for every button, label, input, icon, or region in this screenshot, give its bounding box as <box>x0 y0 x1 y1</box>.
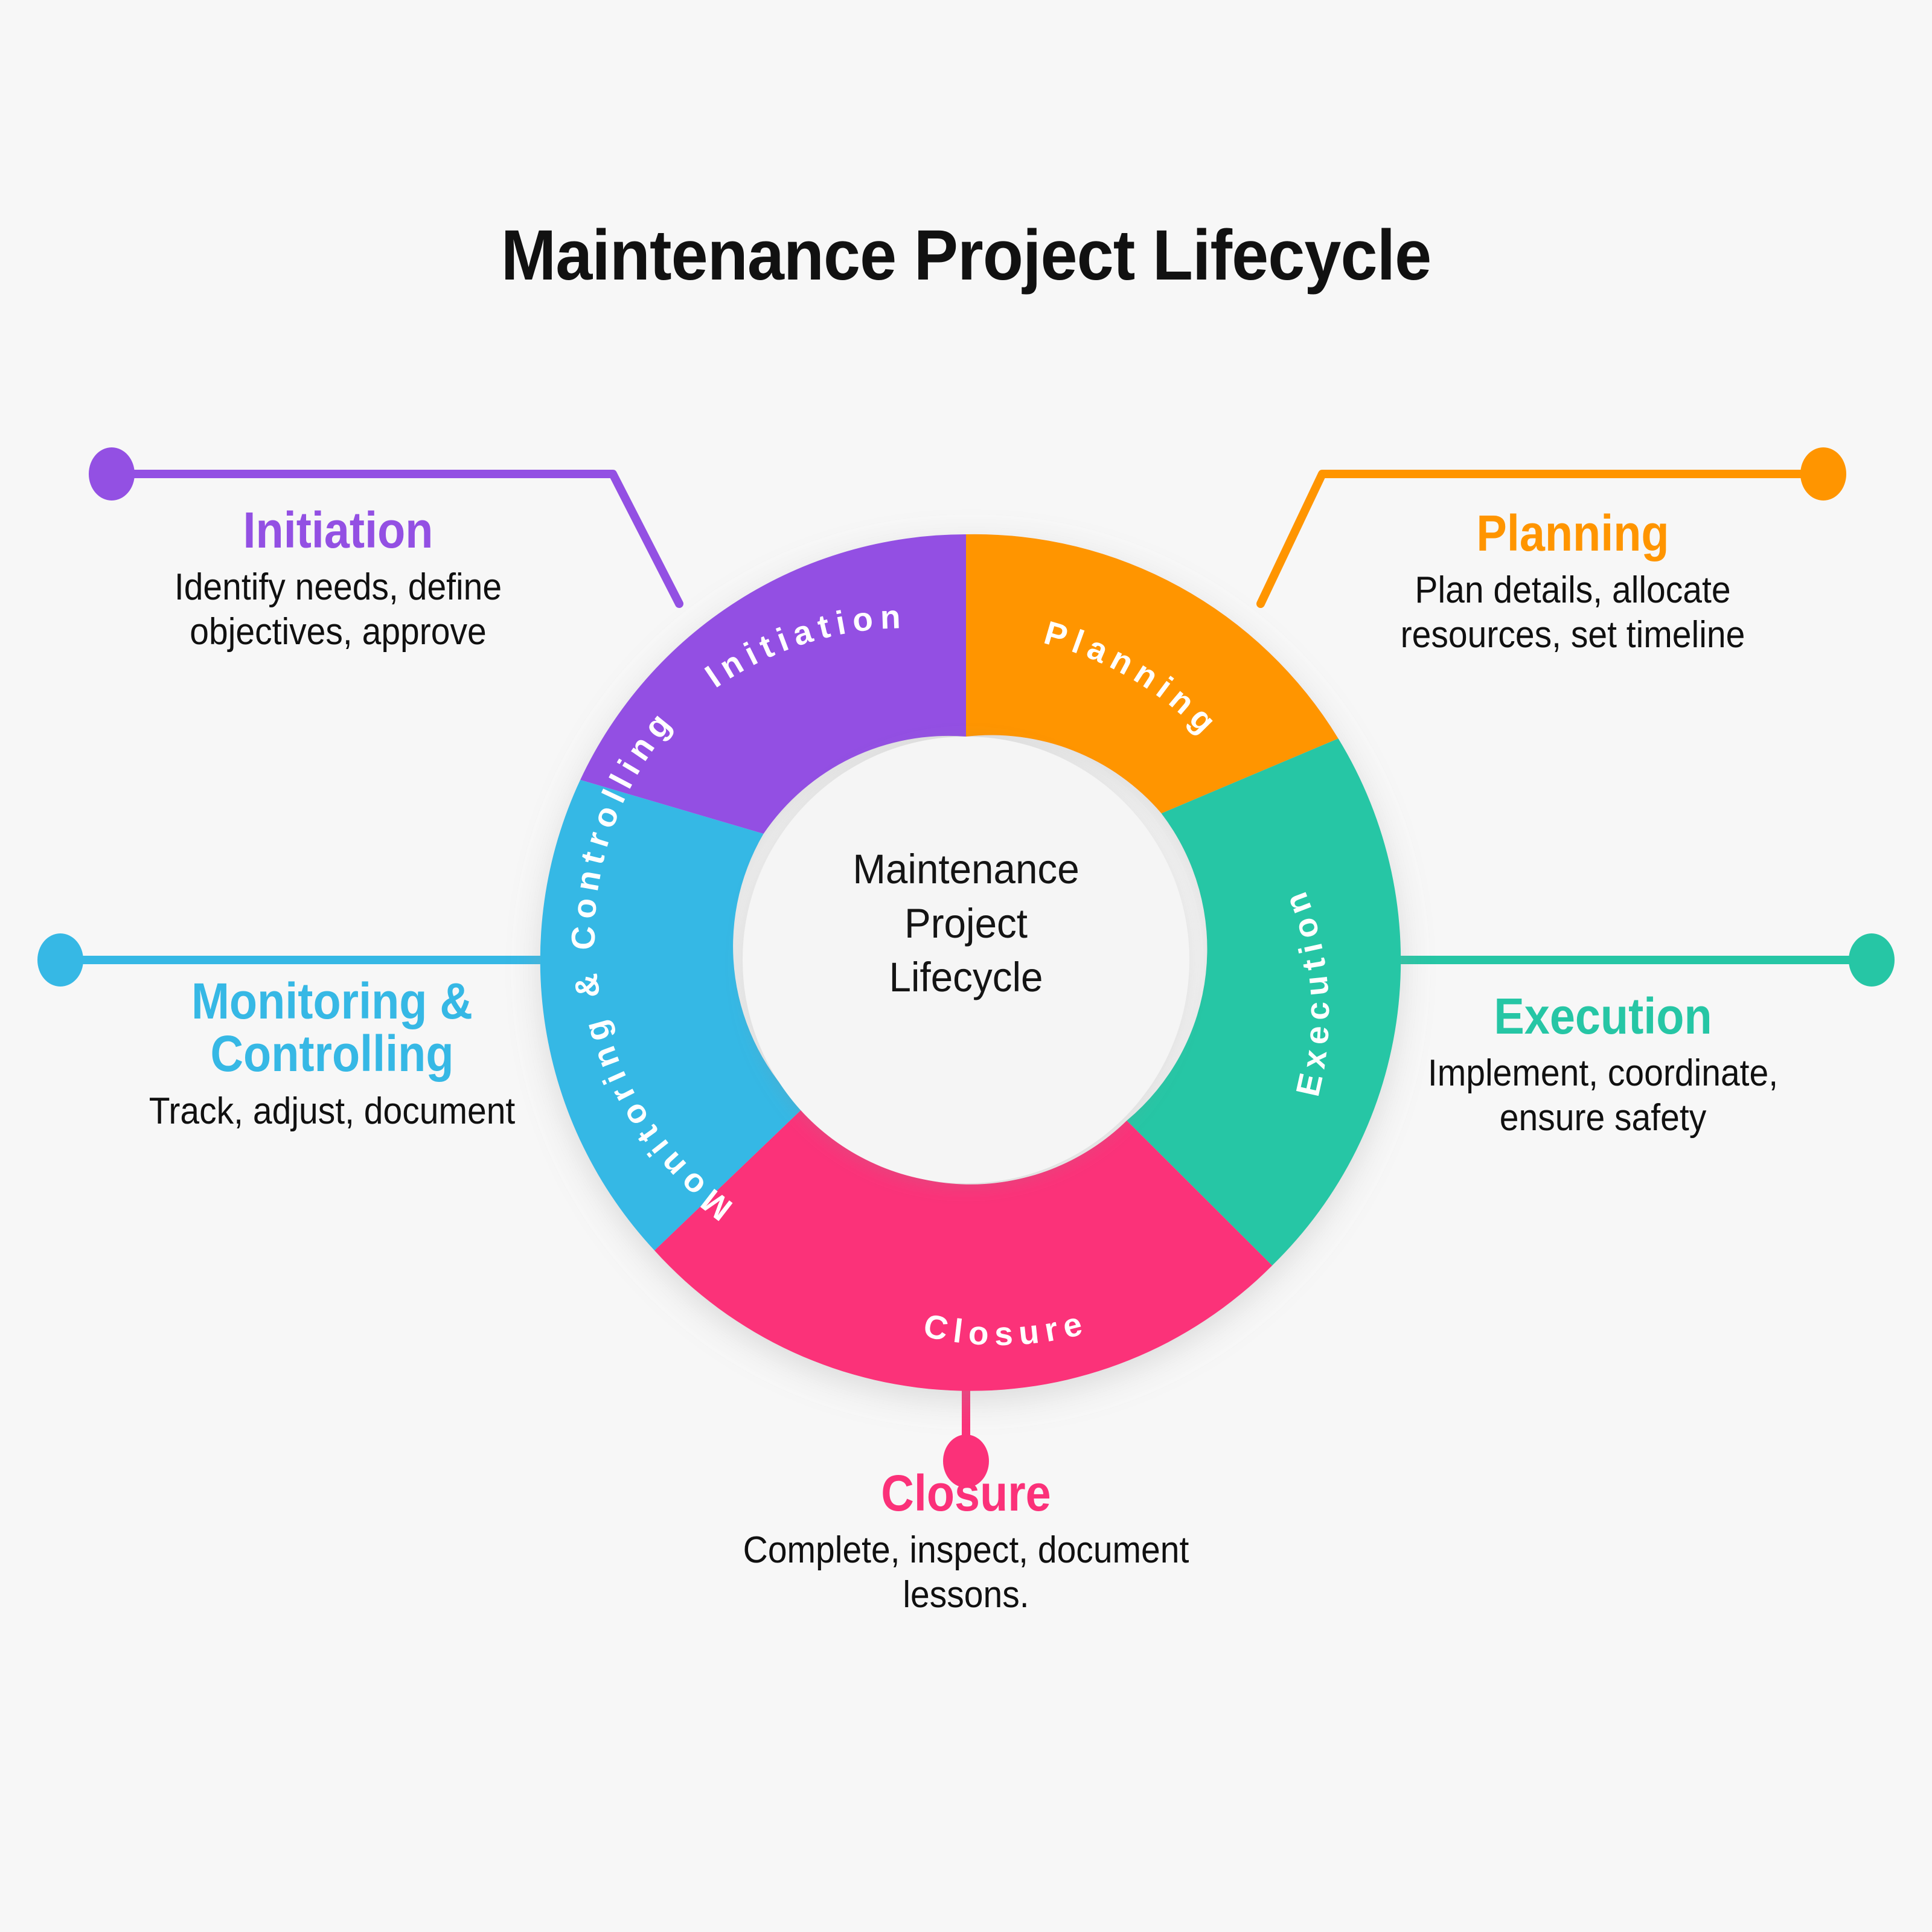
callout-initiation[interactable]: Initiation Identify needs, define object… <box>91 504 586 654</box>
callout-execution-desc: Implement, coordinate, ensure safety <box>1427 1052 1779 1139</box>
segment-initiation[interactable] <box>580 534 1185 834</box>
donut-hub <box>743 737 1189 1183</box>
connector-execution <box>1381 933 1895 987</box>
callout-execution-title: Execution <box>1494 988 1712 1044</box>
callout-monitoring-title: Monitoring & Controlling <box>191 973 473 1083</box>
donut-ring <box>540 534 1401 1391</box>
connector-planning <box>1256 447 1846 608</box>
page-title: Maintenance Project Lifecycle <box>501 216 1431 295</box>
callout-closure[interactable]: Closure Complete, inspect, document less… <box>658 1467 1274 1617</box>
callout-execution[interactable]: Execution Implement, coordinate, ensure … <box>1352 990 1854 1140</box>
callout-planning[interactable]: Planning Plan details, allocate resource… <box>1331 507 1814 657</box>
connector-monitoring <box>37 933 554 987</box>
callout-monitoring-desc: Track, adjust, document <box>149 1090 516 1132</box>
callout-initiation-desc: Identify needs, define objectives, appro… <box>174 566 502 653</box>
callout-closure-title: Closure <box>881 1465 1051 1521</box>
segment-planning[interactable] <box>966 534 1339 814</box>
callout-monitoring[interactable]: Monitoring & Controlling Track, adjust, … <box>66 973 598 1133</box>
segment-closure[interactable] <box>654 1108 1273 1391</box>
callout-planning-desc: Plan details, allocate resources, set ti… <box>1400 569 1745 656</box>
hub-label: Maintenance Project Lifecycle <box>852 846 1080 1001</box>
callout-closure-desc: Complete, inspect, document lessons. <box>743 1529 1189 1616</box>
callout-initiation-title: Initiation <box>243 502 433 558</box>
segment-execution[interactable] <box>1127 738 1401 1266</box>
segment-monitoring[interactable] <box>540 779 803 1251</box>
callout-planning-title: Planning <box>1476 505 1669 561</box>
connector-initiation <box>89 447 683 608</box>
